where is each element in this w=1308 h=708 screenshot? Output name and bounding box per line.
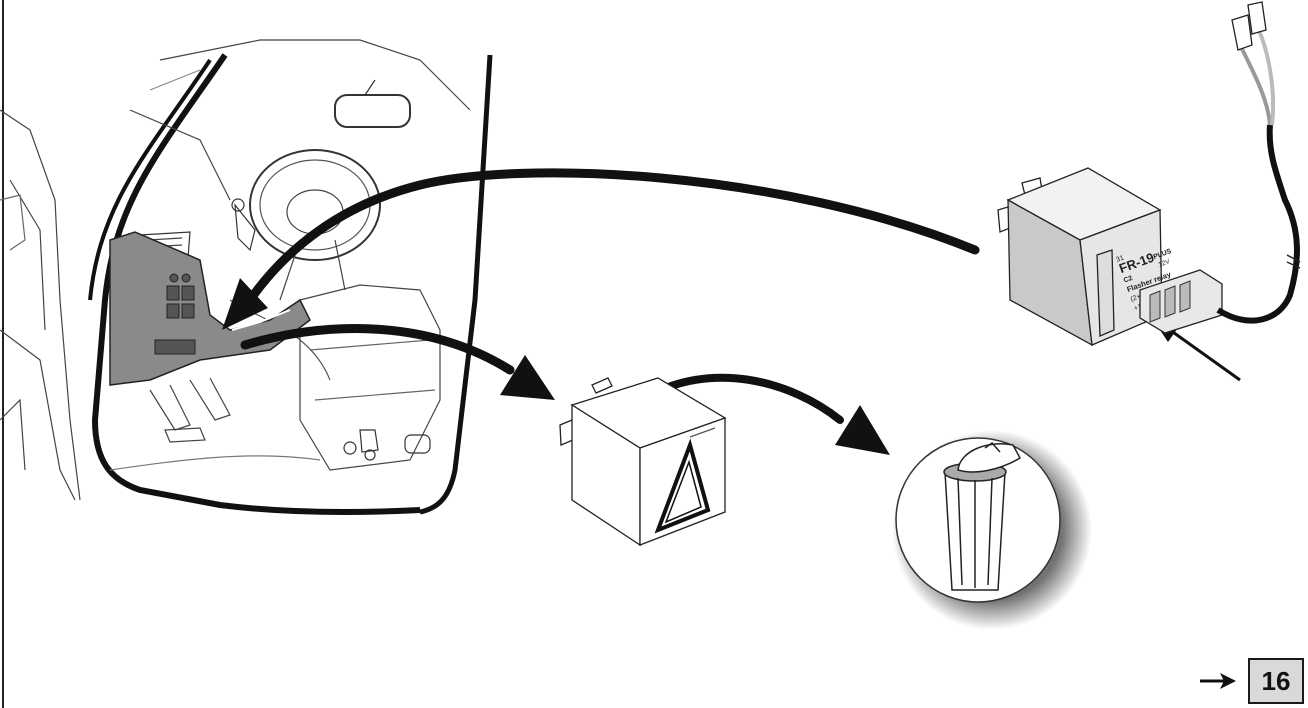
wire-harness-icon [1140, 2, 1300, 333]
next-page-arrow-icon [1198, 670, 1238, 692]
old-relay-icon [560, 378, 725, 545]
page-number: 16 [1248, 658, 1304, 704]
dashboard-panel [110, 232, 310, 385]
remove-arrow [245, 329, 555, 400]
car-interior-illustration [0, 40, 490, 512]
